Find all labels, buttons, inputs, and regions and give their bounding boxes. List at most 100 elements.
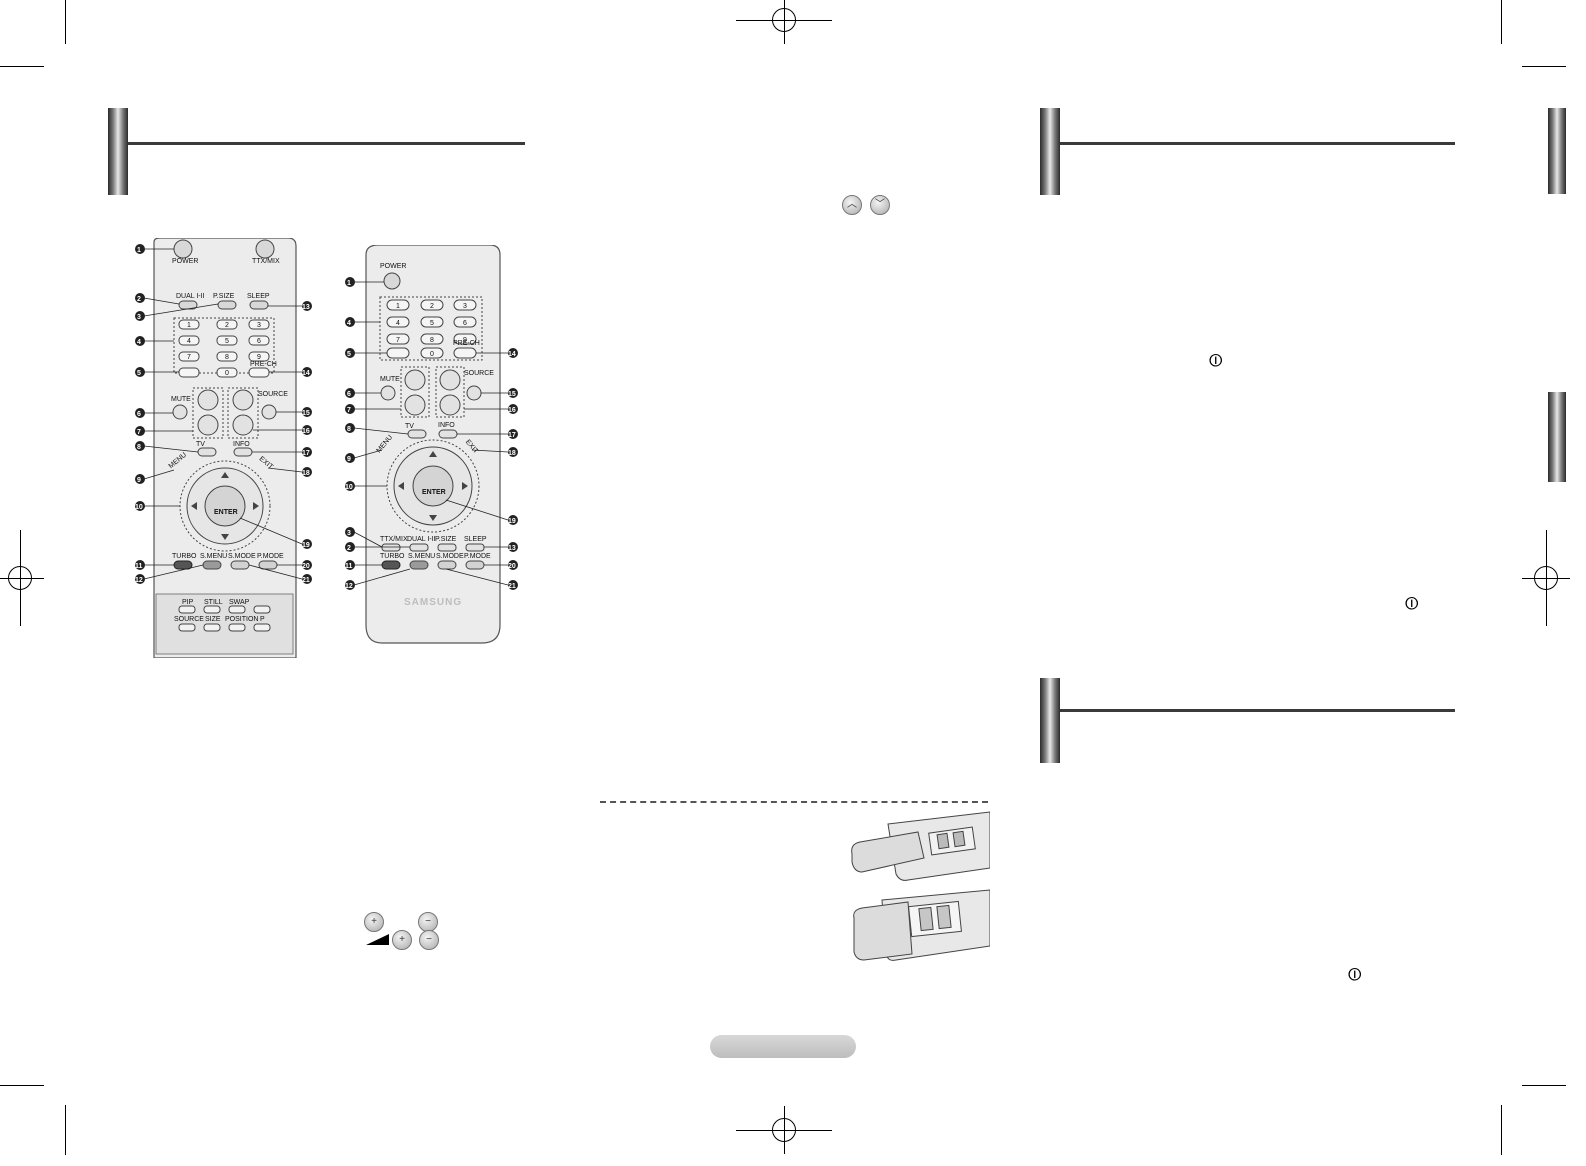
svg-text:12: 12: [135, 577, 143, 584]
edge-tab: [1548, 392, 1566, 482]
psize-button: [437, 543, 457, 552]
flap-down-button: [253, 623, 271, 632]
key-9: 9: [463, 337, 467, 344]
section-heading-bar: [1040, 108, 1060, 195]
remote-control-illustration-1: POWER TTX/MIX DUAL I-II P.SIZE SLEEP 1 2…: [135, 238, 312, 658]
flap-up-button: [253, 605, 271, 614]
nav-left-arrow: [191, 502, 197, 510]
ttx-button: [381, 543, 401, 552]
svg-text:1: 1: [137, 247, 141, 254]
registration-mark: [0, 530, 44, 626]
volume-up-button: [197, 389, 219, 411]
info-label: INFO: [438, 422, 455, 429]
key-1: 1: [187, 322, 191, 329]
svg-text:15: 15: [508, 391, 516, 398]
still-button: [203, 605, 221, 614]
registration-mark: [736, 0, 832, 44]
svg-text:3: 3: [347, 530, 351, 537]
p-mode-label: P.MODE: [464, 553, 491, 560]
nav-down-arrow: [221, 534, 229, 540]
ttx-label: TTX/MIX: [252, 258, 280, 265]
key-3: 3: [463, 303, 467, 310]
key-8: 8: [430, 337, 434, 344]
svg-text:3: 3: [137, 314, 141, 321]
svg-text:11: 11: [135, 563, 143, 570]
mute-button: [380, 385, 396, 401]
key-7: 7: [187, 354, 191, 361]
size-label: SIZE: [205, 616, 221, 623]
crop-mark: [1501, 1105, 1502, 1155]
power-icon: ⏼: [1209, 351, 1223, 371]
dual-label: DUAL I-II: [407, 536, 436, 543]
sleep-label: SLEEP: [464, 536, 487, 543]
power-icon: ⏼: [1348, 965, 1362, 985]
page-number-pill: [710, 1035, 856, 1058]
position-label: POSITION: [225, 616, 258, 623]
size-button: [203, 623, 221, 632]
turbo-label: TURBO: [380, 553, 405, 560]
key-4: 4: [187, 338, 191, 345]
turbo-label: TURBO: [172, 553, 197, 560]
svg-text:12: 12: [345, 583, 353, 590]
dual-button: [409, 543, 429, 552]
mute-button: [172, 404, 188, 420]
svg-text:13: 13: [508, 545, 516, 552]
svg-text:10: 10: [345, 484, 353, 491]
keypad: 1 2 3 4 5 6 7 8 9 0: [386, 299, 477, 359]
crop-mark: [65, 0, 66, 44]
callout-markers: 1 2 3 4 5 6 7 8 9 10 11 12 13 14 15 16 1…: [135, 244, 312, 584]
channel-down-button: [232, 414, 254, 436]
dash-button: [386, 347, 410, 359]
source2-label: SOURCE: [174, 616, 204, 623]
channel-up-icon: ︿: [842, 195, 862, 215]
p-label: P: [260, 616, 265, 623]
crop-mark: [1522, 1085, 1566, 1086]
callout-leaders: [353, 281, 509, 586]
still-label: STILL: [204, 599, 223, 606]
registration-mark: [1522, 530, 1570, 626]
s-menu-button: [202, 560, 222, 570]
key-2: 2: [225, 322, 229, 329]
mute-label: MUTE: [380, 376, 400, 383]
remote-flap: [155, 593, 294, 655]
s-menu-button: [409, 560, 429, 570]
sleep-button: [249, 300, 269, 310]
svg-text:9: 9: [347, 456, 351, 463]
key-6: 6: [463, 320, 467, 327]
svg-text:18: 18: [302, 470, 310, 477]
enter-label: ENTER: [214, 509, 238, 516]
enter-button: [412, 465, 454, 507]
svg-text:18: 18: [508, 450, 516, 457]
section-heading-bar: [1040, 678, 1060, 763]
battery-cover-open-illustration: [851, 811, 990, 881]
power-icon: ⏼: [1405, 594, 1419, 614]
dual-label: DUAL I-II: [176, 293, 205, 300]
key-0: 0: [430, 351, 434, 358]
enter-label: ENTER: [422, 489, 446, 496]
callout-leaders: [143, 248, 303, 580]
s-mode-label: S.MODE: [228, 553, 256, 560]
section-heading-rule: [128, 142, 525, 145]
keypad: 1 2 3 4 5 6 7 8 9 0: [178, 319, 270, 378]
svg-text:5: 5: [347, 351, 351, 358]
s-mode-label: S.MODE: [436, 553, 464, 560]
position-button: [228, 623, 246, 632]
key-0: 0: [225, 370, 229, 377]
pip-label: PIP: [182, 599, 194, 606]
svg-text:7: 7: [137, 429, 141, 436]
svg-text:16: 16: [302, 428, 310, 435]
svg-text:5: 5: [137, 370, 141, 377]
swap-label: SWAP: [229, 599, 250, 606]
remote-control-illustration-2: POWER 1 2 3 4 5 6 7 8 9 0 PRE-CH MUTE SO…: [345, 245, 518, 644]
key-6: 6: [257, 338, 261, 345]
psize-button: [217, 300, 237, 310]
svg-text:20: 20: [302, 563, 310, 570]
svg-text:13: 13: [302, 304, 310, 311]
svg-text:19: 19: [508, 518, 516, 525]
pre-ch-button: [453, 347, 477, 359]
sleep-button: [465, 543, 485, 552]
registration-mark: [736, 1106, 832, 1154]
svg-text:4: 4: [137, 339, 141, 346]
channel-up-button: [439, 369, 461, 391]
power-label: POWER: [380, 263, 406, 270]
